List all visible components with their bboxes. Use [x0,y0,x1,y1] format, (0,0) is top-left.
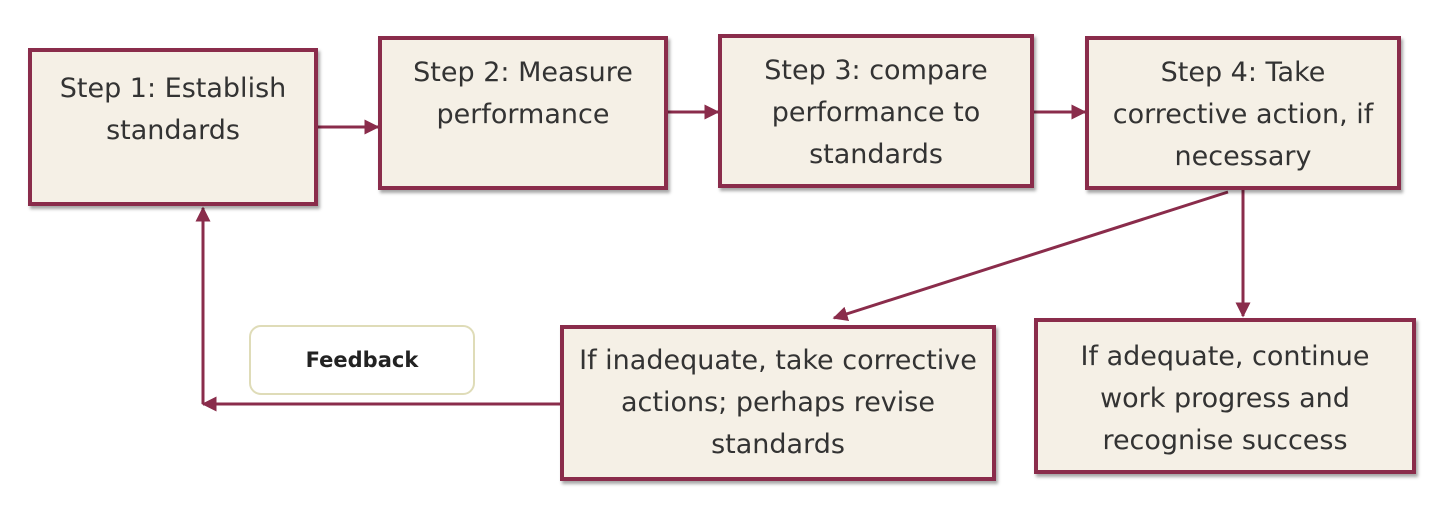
step-1-box: Step 1: Establish standards [28,48,318,206]
step-4-box: Step 4: Take corrective action, if neces… [1085,36,1401,190]
step-2-label: Step 2: Measure performance [413,57,633,130]
step-3-label: Step 3: compare performance to standards [764,55,988,170]
arrow-step4-to-inadequate [832,190,1229,322]
feedback-label-box: Feedback [249,325,475,395]
inadequate-outcome-label: If inadequate, take corrective actions; … [579,345,977,460]
adequate-outcome-box: If adequate, continue work progress and … [1034,318,1416,474]
inadequate-outcome-box: If inadequate, take corrective actions; … [560,325,996,481]
adequate-outcome-label: If adequate, continue work progress and … [1080,341,1370,456]
step-2-box: Step 2: Measure performance [378,36,668,190]
feedback-label: Feedback [305,348,419,372]
step-4-label: Step 4: Take corrective action, if neces… [1112,57,1374,172]
step-1-label: Step 1: Establish standards [59,73,287,146]
step-3-box: Step 3: compare performance to standards [718,34,1034,188]
